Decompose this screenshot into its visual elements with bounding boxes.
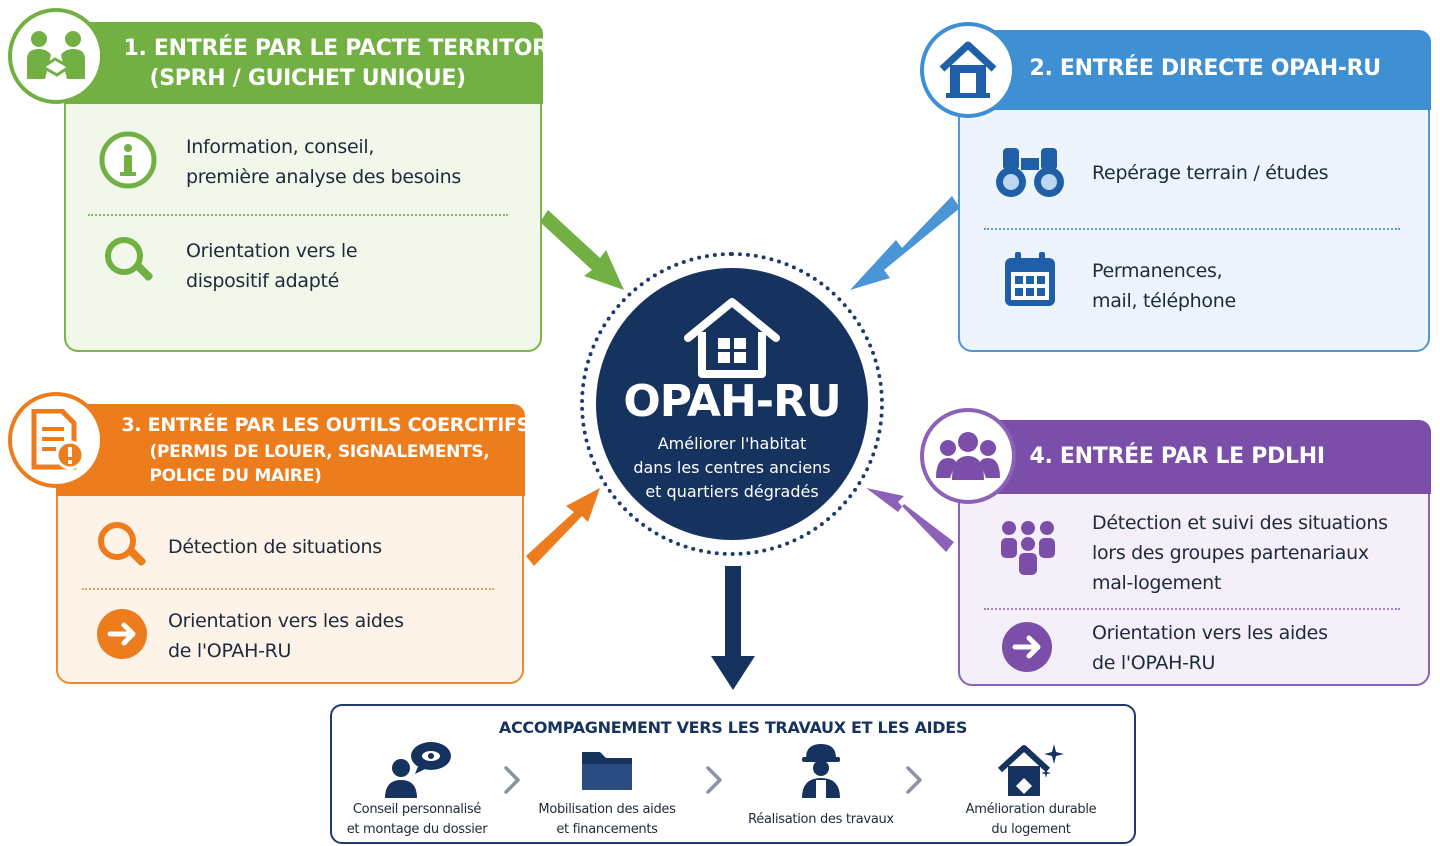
- step-mobilisation: Mobilisation des aides et financements: [522, 738, 692, 840]
- calendar-icon: [998, 248, 1062, 312]
- item-text: Permanences, mail, téléphone: [1092, 260, 1236, 312]
- item-text: Information, conseil, première analyse d…: [186, 136, 462, 188]
- item-text: Détection de situations: [168, 536, 382, 558]
- house-icon: [920, 22, 1016, 118]
- accompaniment-box: ACCOMPAGNEMENT VERS LES TRAVAUX ET LES A…: [330, 704, 1136, 844]
- search-icon: [98, 230, 160, 292]
- step-label: Mobilisation des aides et financements: [538, 802, 676, 837]
- panel-title: 4. ENTRÉE PAR LE PDLHI: [1029, 443, 1326, 469]
- arrow-right-circle-icon: [94, 606, 150, 662]
- document-alert-icon: [8, 392, 104, 488]
- info-icon: [96, 128, 160, 192]
- search-icon: [92, 516, 152, 576]
- house-sparkle-icon: [946, 738, 1116, 800]
- chevron-right-icon: [500, 764, 524, 800]
- panel-title-line2: (SPRH / GUICHET UNIQUE): [149, 65, 467, 91]
- step-label: Réalisation des travaux: [748, 812, 894, 827]
- panel-title-line1: 1. ENTRÉE PAR LE PACTE TERRITORIAL: [123, 35, 588, 61]
- arrow-purple: [866, 488, 954, 552]
- step-amelioration: Amélioration durable du logement: [946, 738, 1116, 840]
- handshake-people-icon: [8, 8, 104, 104]
- arrow-right-circle-icon: [998, 618, 1056, 676]
- center-title: OPAH-RU: [623, 376, 841, 427]
- entry-panel-directe: 2. ENTRÉE DIRECTE OPAH-RU Repérage terra…: [957, 29, 1431, 352]
- panel-header: 1. ENTRÉE PAR LE PACTE TERRITORIAL (SPRH…: [63, 21, 587, 104]
- item-text: Détection et suivi des situations lors d…: [1092, 512, 1388, 594]
- panel-title-line1: 3. ENTRÉE PAR LES OUTILS COERCITIFS: [121, 413, 531, 436]
- chevron-right-icon: [702, 764, 726, 800]
- advisor-chat-icon: [332, 738, 502, 800]
- panel-header: 3. ENTRÉE PAR LES OUTILS COERCITIFS (PER…: [55, 403, 530, 496]
- item-text: Orientation vers les aides de l'OPAH-RU: [1092, 622, 1328, 674]
- step-conseil: Conseil personnalisé et montage du dossi…: [332, 738, 502, 840]
- divider: [88, 214, 508, 216]
- folder-icon: [522, 738, 692, 800]
- arrow-blue: [850, 196, 960, 290]
- entry-panel-pacte-territorial: 1. ENTRÉE PAR LE PACTE TERRITORIAL (SPRH…: [63, 21, 587, 352]
- people-group-icon: [994, 514, 1062, 582]
- item-text: Orientation vers le dispositif adapté: [186, 240, 358, 292]
- item-text: Orientation vers les aides de l'OPAH-RU: [168, 610, 404, 662]
- divider: [82, 588, 494, 590]
- panel-title-line3: POLICE DU MAIRE): [149, 465, 322, 486]
- item-text: Repérage terrain / études: [1092, 162, 1329, 184]
- arrow-green: [540, 210, 624, 290]
- panel-title-line2: (PERMIS DE LOUER, SIGNALEMENTS,: [149, 441, 490, 462]
- arrow-down: [711, 566, 755, 690]
- panel-title: 2. ENTRÉE DIRECTE OPAH-RU: [1029, 55, 1382, 81]
- worker-icon: [736, 738, 906, 800]
- center-dotted-ring: [580, 252, 884, 556]
- divider: [984, 608, 1400, 610]
- accompaniment-title: ACCOMPAGNEMENT VERS LES TRAVAUX ET LES A…: [498, 718, 968, 737]
- entry-panel-outils-coercitifs: 3. ENTRÉE PAR LES OUTILS COERCITIFS (PER…: [55, 403, 530, 684]
- entry-panel-pdlhi: 4. ENTRÉE PAR LE PDLHI Détection et suiv…: [957, 419, 1431, 686]
- center-circle: OPAH-RU Améliorer l'habitat dans les cen…: [596, 268, 868, 540]
- binoculars-icon: [992, 140, 1068, 204]
- step-label: Conseil personnalisé et montage du dossi…: [346, 802, 488, 837]
- group-icon: [920, 408, 1016, 504]
- panel-header: 4. ENTRÉE PAR LE PDLHI: [957, 419, 1431, 494]
- chevron-right-icon: [902, 764, 926, 800]
- house-icon: [682, 298, 782, 378]
- divider: [984, 228, 1400, 230]
- arrow-orange: [526, 488, 600, 566]
- panel-header: 2. ENTRÉE DIRECTE OPAH-RU: [957, 29, 1431, 110]
- center-subtitle: Améliorer l'habitat dans les centres anc…: [633, 434, 831, 501]
- step-realisation: Réalisation des travaux: [736, 738, 906, 830]
- step-label: Amélioration durable du logement: [965, 802, 1097, 837]
